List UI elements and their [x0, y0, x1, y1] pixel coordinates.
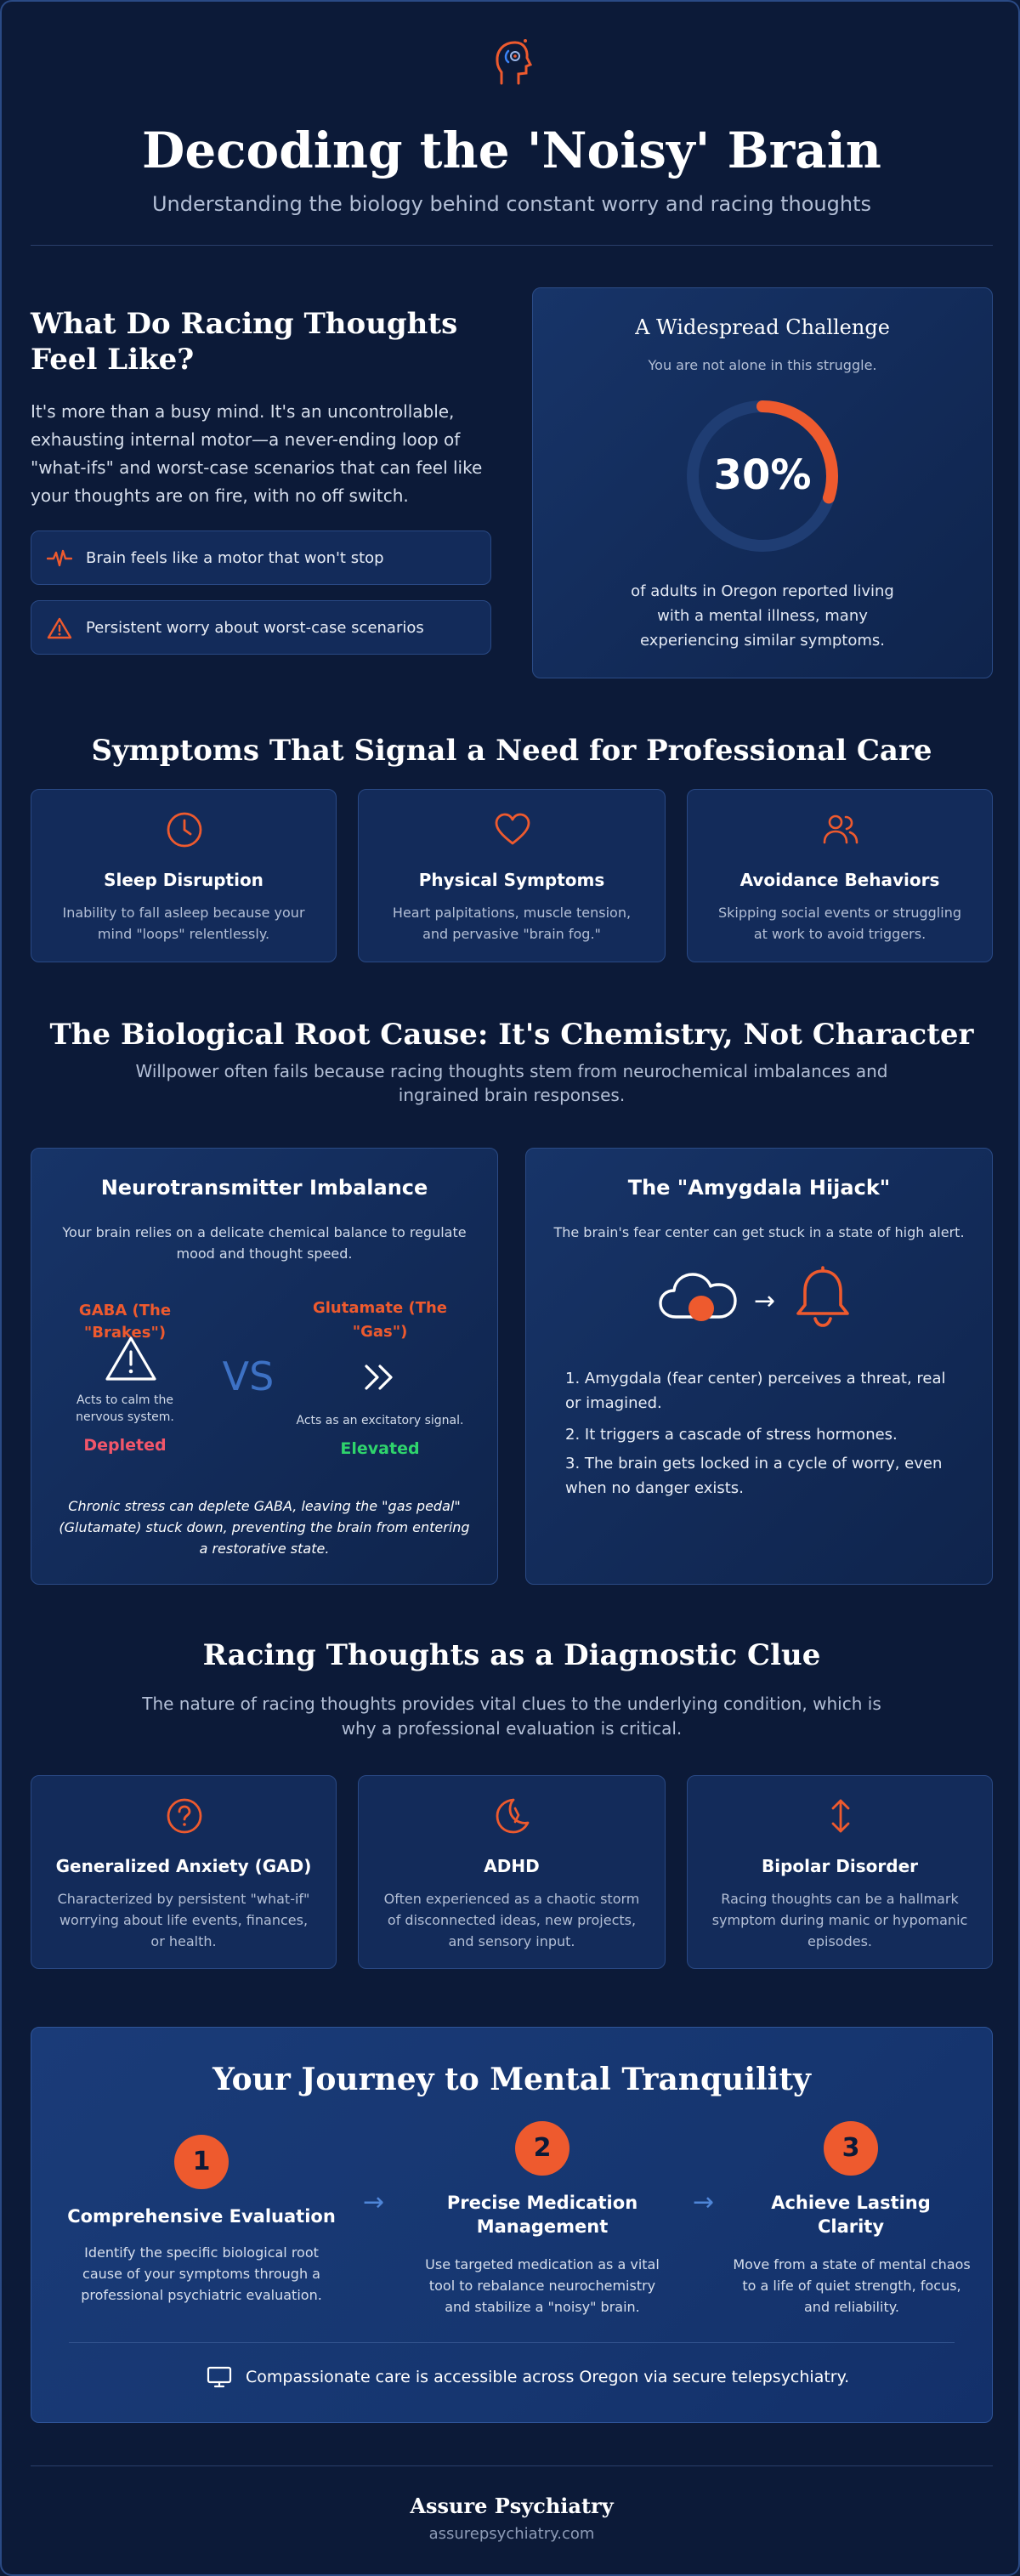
intro-bullet-text: Persistent worry about worst-case scenar…: [86, 619, 424, 637]
stat-ring-fill: [687, 400, 838, 552]
moon-icon: [493, 1796, 532, 1836]
brain-head-icon: [490, 36, 534, 90]
symptoms-heading: Symptoms That Signal a Need for Professi…: [91, 734, 932, 768]
header-divider: [31, 245, 993, 246]
diagnostic-title: Bipolar Disorder: [761, 1856, 919, 1876]
diagnostic-desc: Racing thoughts can be a hallmark sympto…: [711, 1891, 968, 1949]
gaba-label: GABA (The "Brakes"): [78, 1302, 172, 1342]
gaba-status: Depleted: [83, 1436, 167, 1455]
warning-icon: [105, 1336, 157, 1382]
neurotransmitter-card: Neurotransmitter Imbalance Your brain re…: [31, 1148, 498, 1585]
diagnostic-title: ADHD: [484, 1856, 540, 1876]
symptom-title: Physical Symptoms: [418, 870, 605, 890]
diagnostic-card: Bipolar Disorder Racing thoughts can be …: [687, 1775, 993, 1969]
stat-value: 30%: [713, 451, 812, 499]
neuro-note: Chronic stress can deplete GABA, leaving…: [59, 1498, 470, 1557]
amygdala-desc: The brain's fear center can get stuck in…: [553, 1224, 965, 1240]
stat-caption: of adults in Oregon reported living with…: [631, 582, 894, 650]
brain-cloud-icon: [657, 1269, 739, 1325]
step-desc: Use targeted medication as a vital tool …: [425, 2256, 660, 2315]
intro-heading: What Do Racing Thoughts Feel Like?: [31, 307, 458, 377]
intro-bullet: Brain feels like a motor that won't stop: [31, 531, 491, 585]
heart-icon: [493, 810, 532, 849]
amygdala-step: 1. Amygdala (fear center) perceives a th…: [565, 1370, 946, 1412]
intro-bullet-text: Brain feels like a motor that won't stop: [86, 549, 384, 567]
question-icon: [165, 1796, 204, 1836]
symptom-title: Avoidance Behaviors: [740, 870, 940, 890]
glutamate-status: Elevated: [340, 1439, 420, 1458]
stat-subtitle: You are not alone in this struggle.: [648, 357, 877, 373]
neuro-desc: Your brain relies on a delicate chemical…: [62, 1224, 467, 1262]
step-desc: Identify the specific biological root ca…: [81, 2244, 322, 2303]
glutamate-label: Glutamate (The "Gas"): [312, 1299, 448, 1341]
step-arrow: →: [693, 2187, 715, 2217]
warning-icon: [47, 616, 72, 640]
footer-brand: Assure Psychiatry: [410, 2494, 614, 2518]
symptom-card: Physical Symptoms Heart palpitations, mu…: [358, 789, 666, 962]
symptom-card: Avoidance Behaviors Skipping social even…: [687, 789, 993, 962]
root-heading: The Biological Root Cause: It's Chemistr…: [49, 1018, 974, 1052]
intro-bullet: Persistent worry about worst-case scenar…: [31, 600, 491, 655]
journey-panel: Your Journey to Mental Tranquility 1 Com…: [31, 2027, 993, 2423]
page-subtitle: Understanding the biology behind constan…: [151, 192, 871, 216]
diagnostic-card: ADHD Often experienced as a chaotic stor…: [358, 1775, 666, 1969]
step-number-badge: 3: [824, 2121, 878, 2176]
symptom-card: Sleep Disruption Inability to fall aslee…: [31, 789, 337, 962]
glutamate-desc: Acts as an excitatory signal.: [296, 1414, 464, 1427]
fast-forward-icon: [363, 1363, 397, 1392]
amygdala-step: 2. It triggers a cascade of stress hormo…: [565, 1426, 898, 1444]
symptom-desc: Inability to fall asleep because your mi…: [62, 905, 305, 942]
vs-label: VS: [222, 1353, 275, 1399]
monitor-icon: [207, 2366, 232, 2388]
diagnostic-desc: Often experienced as a chaotic storm of …: [383, 1891, 640, 1949]
symptom-desc: Heart palpitations, muscle tension, and …: [392, 905, 632, 942]
diagnostic-heading: Racing Thoughts as a Diagnostic Clue: [202, 1638, 821, 1672]
clock-icon: [165, 810, 204, 849]
step-number-badge: 2: [515, 2121, 570, 2176]
root-subtitle: Willpower often fails because racing tho…: [135, 1061, 888, 1105]
diagnostic-desc: Characterized by persistent "what-if" wo…: [57, 1891, 310, 1949]
gaba-desc: Acts to calm the nervous system.: [76, 1393, 174, 1424]
bell-icon: [793, 1266, 853, 1329]
journey-heading: Your Journey to Mental Tranquility: [212, 2062, 811, 2097]
amygdala-step: 3. The brain gets locked in a cycle of w…: [565, 1455, 943, 1497]
stat-card: A Widespread Challenge You are not alone…: [532, 287, 993, 678]
updown-arrows-icon: [821, 1796, 860, 1836]
stat-title: A Widespread Challenge: [635, 315, 890, 339]
journey-footer-note: Compassionate care is accessible across …: [246, 2368, 850, 2386]
diagnostic-subtitle: The nature of racing thoughts provides v…: [142, 1694, 881, 1739]
symptom-desc: Skipping social events or struggling at …: [718, 905, 961, 942]
amygdala-title: The "Amygdala Hijack": [627, 1176, 891, 1200]
step-title: Achieve Lasting Clarity: [771, 2193, 931, 2237]
hijack-arrow: →: [754, 1286, 776, 1316]
diagnostic-card: Generalized Anxiety (GAD) Characterized …: [31, 1775, 337, 1969]
page-title: Decoding the 'Noisy' Brain: [142, 122, 881, 179]
step-number-badge: 1: [174, 2135, 229, 2189]
step-arrow: →: [363, 2187, 385, 2217]
journey-divider: [69, 2342, 955, 2343]
neuro-title: Neurotransmitter Imbalance: [100, 1176, 428, 1200]
footer-divider: [31, 2465, 993, 2466]
step-title: Precise Medication Management: [446, 2193, 638, 2237]
step-title: Comprehensive Evaluation: [67, 2206, 336, 2227]
diagnostic-title: Generalized Anxiety (GAD): [55, 1856, 312, 1876]
amygdala-card: The "Amygdala Hijack" The brain's fear c…: [525, 1148, 993, 1585]
users-icon: [821, 810, 860, 849]
footer-url[interactable]: assurepsychiatry.com: [428, 2525, 595, 2543]
step-desc: Move from a state of mental chaos to a l…: [733, 2256, 971, 2315]
stat-ring: 30%: [682, 395, 843, 557]
pulse-icon: [47, 548, 72, 569]
intro-body: It's more than a busy mind. It's an unco…: [31, 401, 483, 506]
symptom-title: Sleep Disruption: [104, 870, 264, 890]
